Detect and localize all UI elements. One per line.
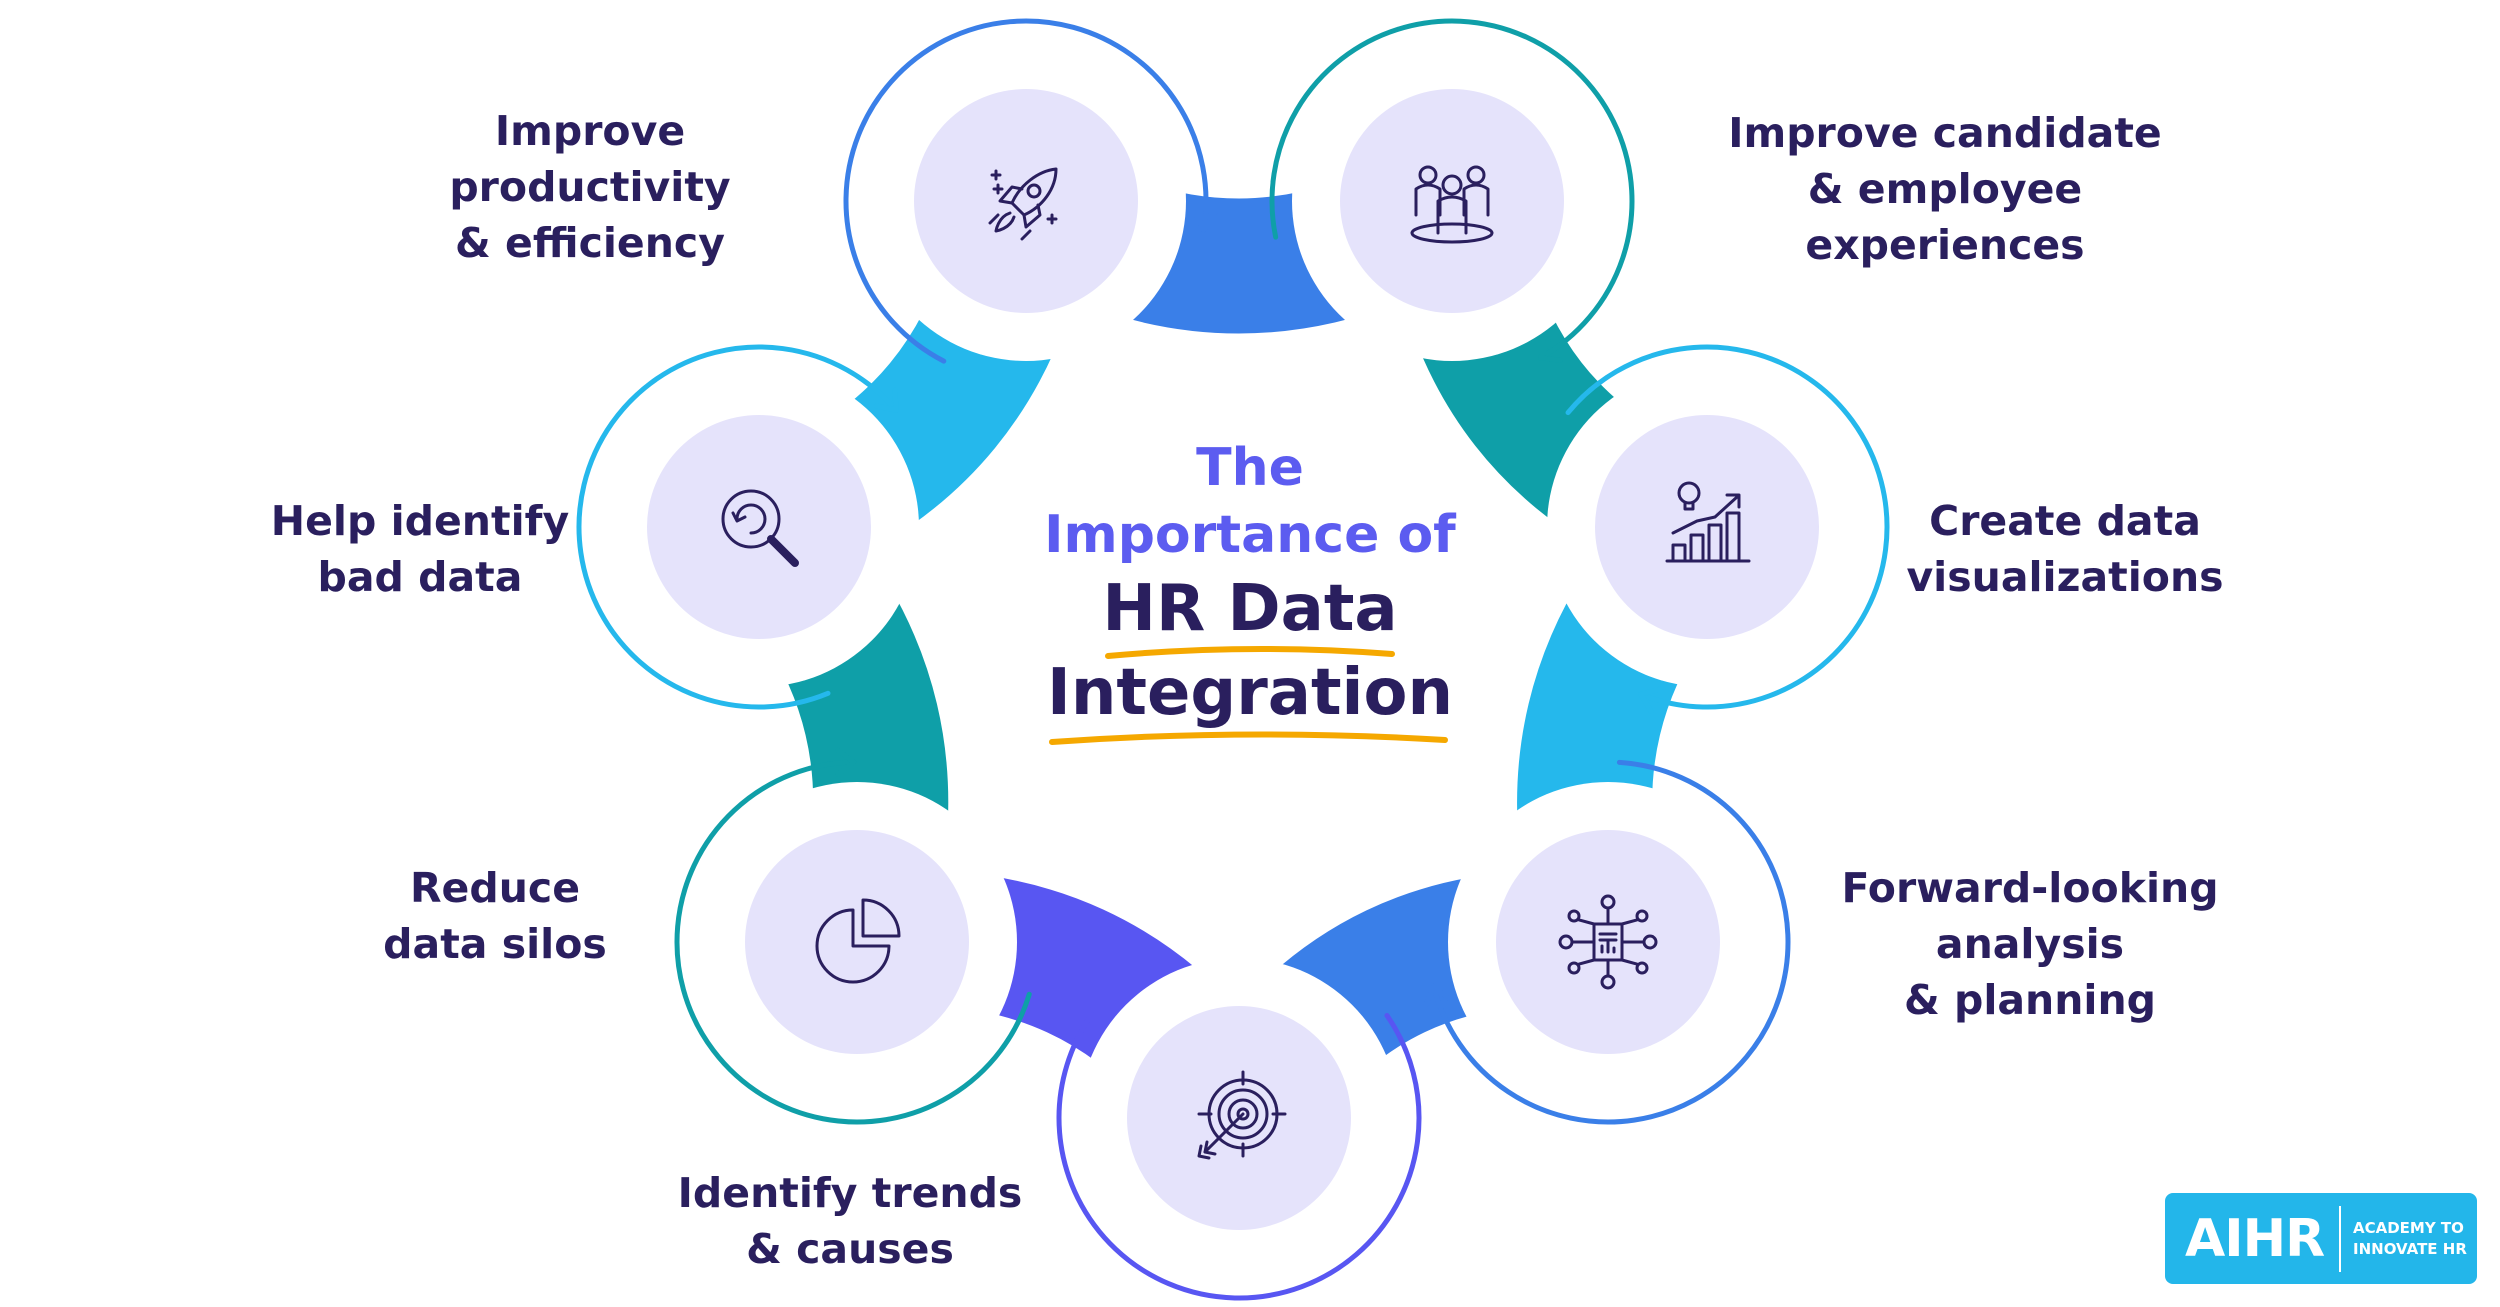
cycle-nodes [576, 18, 1890, 1301]
network-node [1600, 894, 1616, 910]
title-line-2: Importance of [1044, 505, 1456, 565]
target-ring [1217, 1088, 1269, 1140]
cycle-node-7 [576, 344, 919, 710]
refresh-arrow [731, 511, 747, 523]
node-arc-arrow [1269, 18, 1635, 361]
node-arc-arrow [576, 344, 899, 710]
person-head [1418, 165, 1438, 185]
platform [1410, 222, 1494, 244]
growth-chart-icon [1665, 481, 1751, 563]
logo-tagline: ACADEMY TO INNOVATE HR [2353, 1218, 2467, 1258]
logo-divider [2339, 1205, 2341, 1272]
label-identify-trends: Identify trends & causes [677, 1169, 1023, 1273]
node-arc-arrow [843, 18, 1209, 364]
rocket-icon [988, 167, 1058, 241]
label-forward-looking: Forward-looking analysis & planning [1841, 864, 2219, 1024]
network-document-icon [1558, 894, 1658, 990]
network-node [1567, 961, 1581, 975]
refresh-arc [735, 503, 767, 535]
motion-line [988, 213, 1032, 241]
crosshair [1197, 1070, 1287, 1158]
title-line-3: HR Data [1102, 572, 1398, 646]
person-head [1441, 174, 1463, 196]
node-inner-circle [914, 89, 1138, 313]
network-node [1567, 909, 1581, 923]
document-lines [1598, 932, 1618, 954]
node-inner-circle [1340, 89, 1564, 313]
label-bad-data: Help identify bad data [270, 497, 570, 601]
person-head [1466, 165, 1486, 185]
arrow-head [1423, 983, 1452, 1008]
arrow-shaft [1203, 1112, 1245, 1154]
cycle-node-5 [1056, 958, 1422, 1301]
rocket-body [1010, 167, 1058, 217]
bulb-base [1683, 501, 1695, 511]
node-arc-arrow [674, 759, 1032, 1125]
search-icon [721, 489, 799, 567]
person-body [1436, 195, 1468, 235]
pie-chart-icon [815, 898, 901, 984]
network-node [1558, 934, 1574, 950]
node-inner-circle [1595, 415, 1819, 639]
arrow-head [1638, 686, 1663, 715]
arrow-fletch [1197, 1140, 1217, 1160]
arrow-head [873, 387, 899, 413]
target-ring [1227, 1098, 1259, 1130]
cycle-node-6 [674, 747, 1032, 1125]
chart-bar [1707, 523, 1723, 563]
aihr-logo: AIHR ACADEMY TO INNOVATE HR [2165, 1193, 2477, 1284]
pie-slice-exploded [861, 898, 901, 938]
label-data-visualizations: Create data visualizations [1906, 497, 2224, 601]
label-improve-experiences: Improve candidate & employee experiences [1728, 109, 2162, 269]
person-body [1414, 183, 1442, 217]
network-link [1620, 958, 1639, 966]
sparkle [990, 169, 1058, 225]
cycle-node-3 [1547, 344, 1890, 715]
rocket-window [1026, 183, 1042, 199]
network-link [1620, 918, 1639, 926]
cycle-node-1 [843, 18, 1221, 364]
arrow-head [835, 747, 857, 777]
target-icon [1197, 1070, 1287, 1160]
node-arc-arrow [1056, 1006, 1422, 1301]
arrow-head [1191, 209, 1221, 233]
label-reduce-silos: Reduce data silos [383, 864, 607, 968]
network-node [1635, 909, 1649, 923]
rocket-fin [1022, 203, 1042, 229]
label-improve-productivity: Improve productivity & efficiency [449, 107, 731, 267]
cycle-node-2 [1269, 18, 1635, 363]
title-line-1: The [1196, 438, 1304, 498]
target-ring [1236, 1107, 1250, 1121]
lens-outer [721, 489, 781, 549]
lens-handle [767, 535, 799, 567]
node-arc-arrow [1565, 344, 1890, 710]
network-link [1577, 958, 1596, 966]
node-inner-circle [745, 830, 969, 1054]
chart-bar [1689, 533, 1705, 563]
network-node [1600, 974, 1616, 990]
trend-line [1671, 495, 1739, 535]
rocket-fin [998, 185, 1024, 205]
trend-arrow [1725, 493, 1741, 509]
team-icon [1410, 165, 1494, 244]
logo-name: AIHR [2185, 1208, 2325, 1269]
rocket-flame [994, 211, 1016, 233]
arrow-head [1074, 1006, 1099, 1032]
chart-bar [1725, 511, 1741, 563]
bulb [1677, 481, 1701, 505]
node-inner-circle [647, 415, 871, 639]
network-node [1635, 961, 1649, 975]
title-line-4: Integration [1047, 656, 1453, 730]
node-arc-arrow [1431, 759, 1791, 1125]
chart-bar [1671, 543, 1687, 563]
network-link [1577, 918, 1596, 926]
cycle-node-4 [1423, 759, 1791, 1125]
network-node [1642, 934, 1658, 950]
person-body [1462, 183, 1490, 217]
arrow-head [1538, 336, 1563, 363]
pie-slice [815, 908, 891, 984]
